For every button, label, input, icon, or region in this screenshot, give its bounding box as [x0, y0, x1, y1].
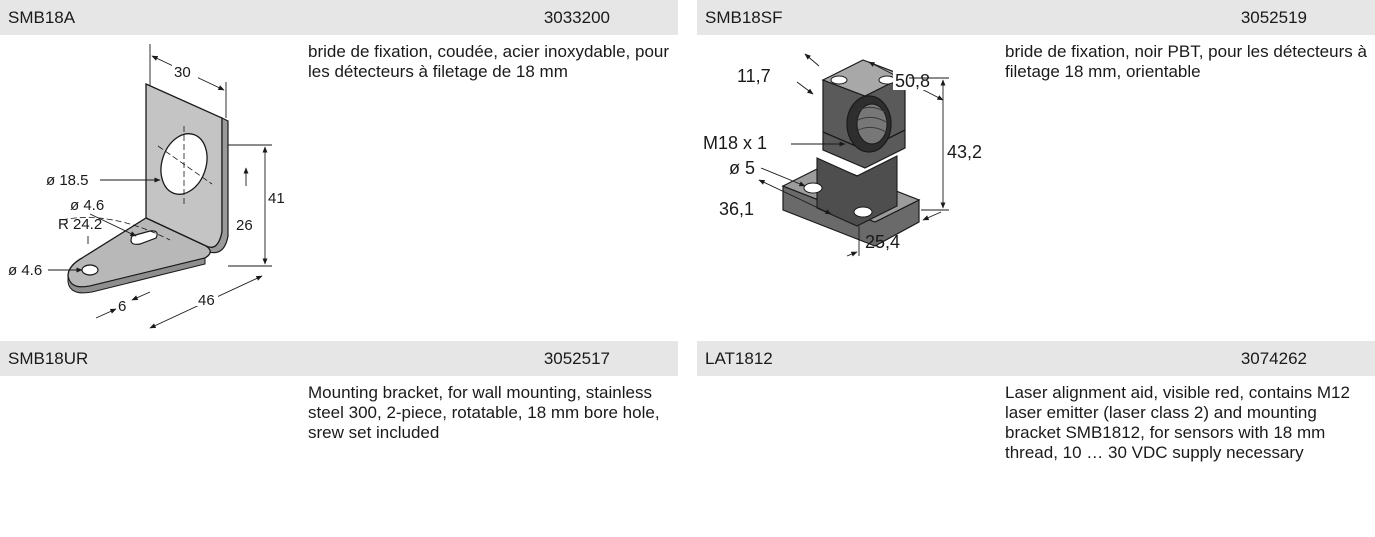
dim-height-total: 41 — [268, 190, 285, 207]
product-header: SMB18SF 3052519 — [697, 0, 1375, 35]
product-description: bride de fixation, coudée, acier inoxyda… — [308, 42, 670, 81]
product-number: 3033200 — [543, 8, 610, 27]
product-header: SMB18A 3033200 — [0, 0, 678, 35]
product-header: SMB18UR 3052517 — [0, 341, 678, 376]
dim-foot-hole: ø 4.6 — [8, 262, 42, 279]
product-name: LAT1812 — [705, 349, 773, 368]
product-description: Laser alignment aid, visible red, contai… — [1005, 383, 1350, 462]
product-number: 3052519 — [1240, 8, 1307, 27]
dim-slot-radius: R 24.2 — [58, 216, 102, 233]
dim-length: 46 — [198, 292, 215, 309]
dim-base-depth: 36,1 — [719, 199, 754, 219]
dim-top-width: 50,8 — [895, 71, 930, 91]
product-description: Mounting bracket, for wall mounting, sta… — [308, 383, 660, 442]
product-number: 3052517 — [543, 349, 610, 368]
smb18a-bracket-drawing: 30 41 26 ø 18.5 ø 4.6 R 24.2 ø 4.6 6 46 — [8, 44, 285, 329]
dim-base-width: 25,4 — [865, 232, 900, 252]
product-name: SMB18UR — [8, 349, 89, 368]
dim-thread: M18 x 1 — [703, 133, 767, 153]
dim-height: 43,2 — [947, 142, 982, 162]
product-smb18ur: SMB18UR 3052517 Mounting bracket, for wa… — [0, 341, 678, 537]
product-description: bride de fixation, noir PBT, pour les dé… — [1005, 42, 1367, 81]
product-lat1812: LAT1812 3074262 Laser alignment aid, vis… — [697, 341, 1375, 537]
product-smb18a: SMB18A 3033200 30 — [0, 0, 678, 337]
product-name: SMB18SF — [705, 8, 783, 27]
dim-top-depth: 11,7 — [737, 66, 771, 86]
dim-hole: ø 5 — [729, 158, 755, 178]
product-name: SMB18A — [8, 8, 76, 27]
dim-height-hole: 26 — [236, 217, 253, 234]
product-number: 3074262 — [1240, 349, 1307, 368]
dim-hole-diameter: ø 18.5 — [46, 172, 89, 189]
product-smb18sf: SMB18SF 3052519 11,7 — [697, 0, 1375, 337]
product-header: LAT1812 3074262 — [697, 341, 1375, 376]
smb18sf-bracket-drawing: 11,7 50,8 M18 x 1 ø 5 43,2 36,1 25,4 — [703, 53, 982, 257]
dim-slot-diameter: ø 4.6 — [70, 197, 104, 214]
dim-foot-offset: 6 — [118, 298, 126, 315]
dim-width: 30 — [174, 64, 191, 81]
